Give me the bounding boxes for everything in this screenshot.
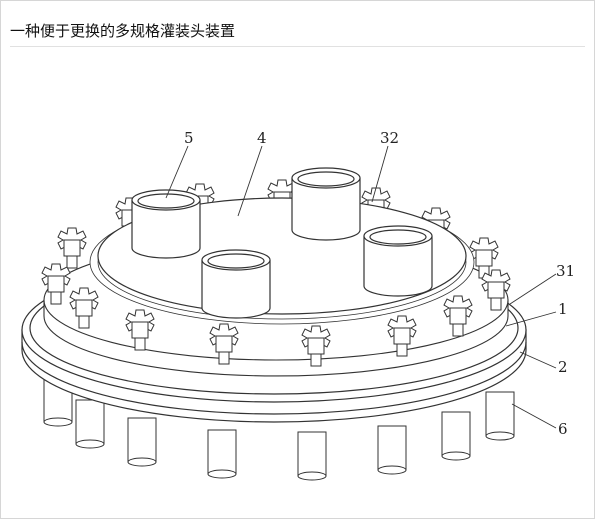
cylinder-left (131, 189, 201, 259)
label-5: 5 (184, 129, 194, 147)
cylinder-right (363, 225, 433, 297)
title-divider (10, 46, 585, 47)
label-6: 6 (558, 420, 568, 438)
cylinder-top-right (291, 167, 361, 241)
label-32: 32 (380, 129, 399, 147)
cylinder-front (201, 249, 271, 319)
label-1: 1 (558, 300, 568, 318)
label-2: 2 (558, 358, 568, 376)
page-title: 一种便于更换的多规格灌装头装置 (10, 22, 236, 40)
filling-cylinders (131, 167, 433, 319)
leader-lines (165, 145, 557, 429)
label-4: 4 (257, 129, 267, 147)
label-31: 31 (556, 262, 575, 280)
